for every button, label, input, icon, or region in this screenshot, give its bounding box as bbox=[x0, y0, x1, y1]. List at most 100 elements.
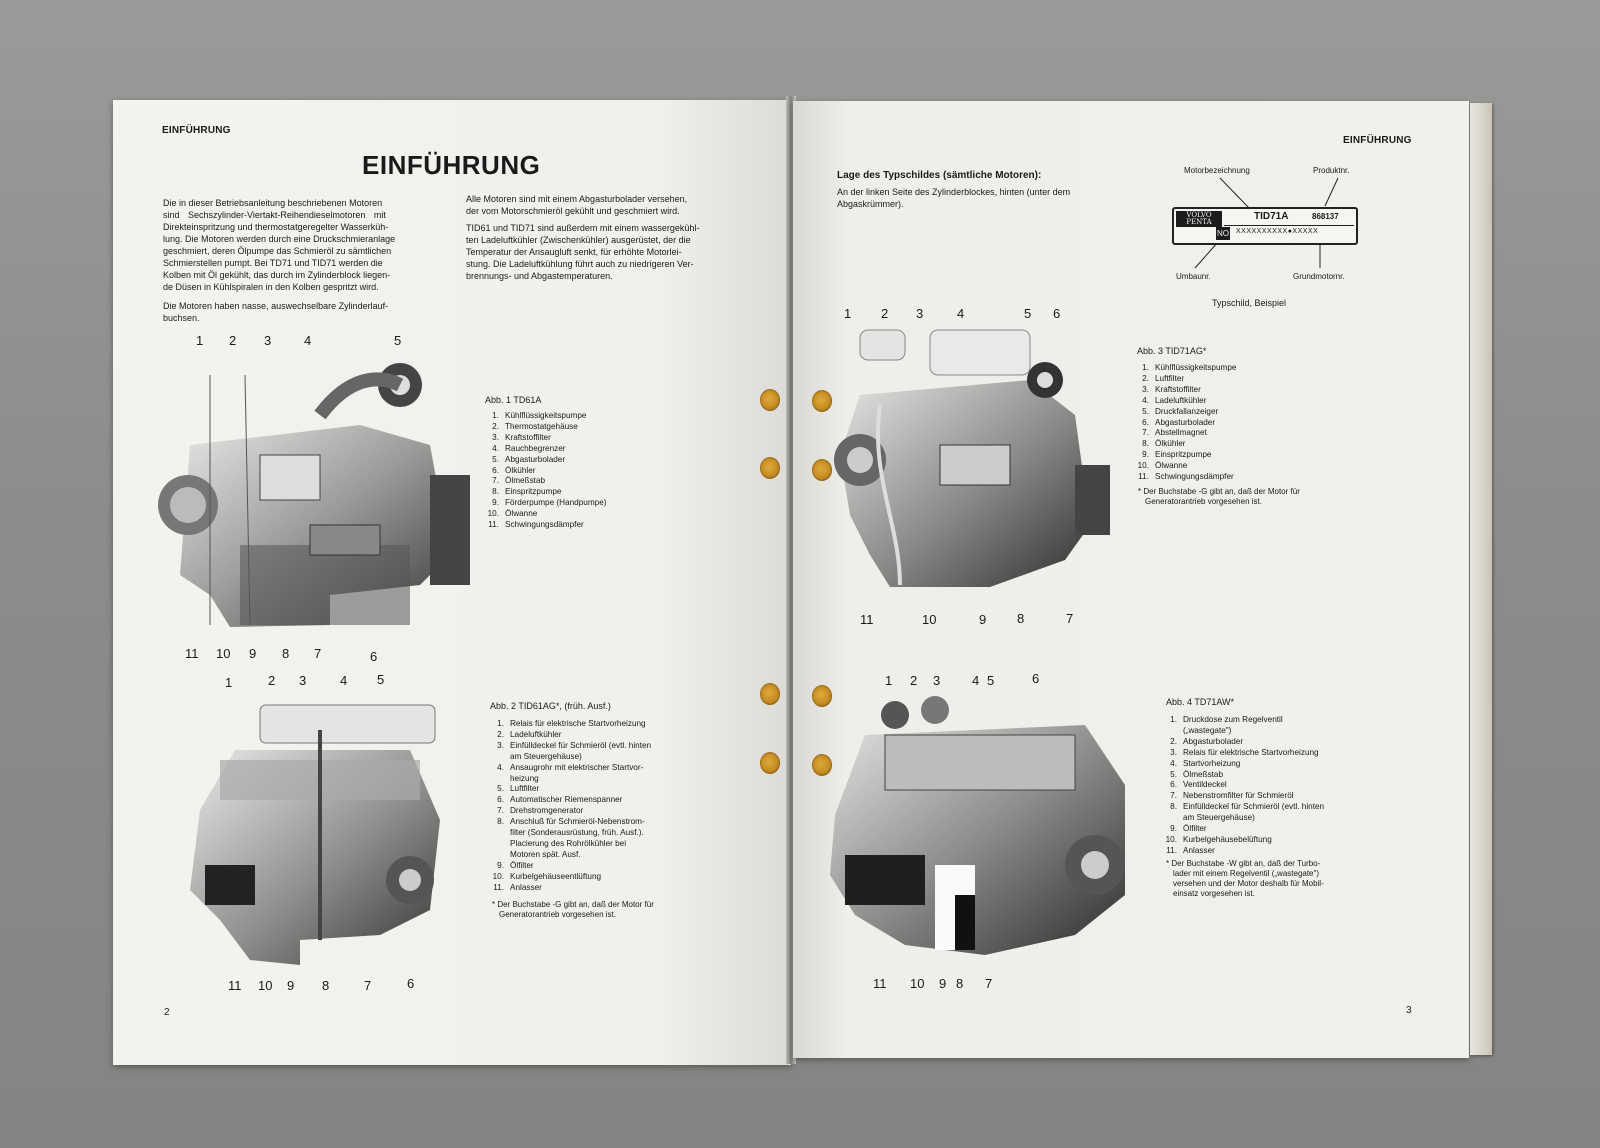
figure-legend: 1.Druckdose zum Regelventil („wastegate"… bbox=[1160, 715, 1324, 857]
text-line: geschmiert, deren Ölpumpe das Schmieröl … bbox=[163, 246, 392, 256]
text-line: Abgaskrümmer). bbox=[837, 199, 904, 209]
legend-item: 9.Ölfilter bbox=[487, 861, 651, 872]
intercooler-paragraph: TID61 und TID71 sind außerdem mit einem … bbox=[466, 222, 744, 282]
callout-label: 5 bbox=[394, 333, 402, 348]
callout-label: 6 bbox=[370, 649, 378, 664]
plate-label: Umbaunr. bbox=[1176, 272, 1211, 281]
intro-paragraph-1: Die in dieser Betriebsanleitung beschrie… bbox=[163, 197, 439, 293]
legend-text: Luftfilter bbox=[510, 784, 540, 794]
callout-label: 10 bbox=[922, 612, 937, 627]
callout-label: 8 bbox=[956, 976, 964, 991]
legend-number: 8. bbox=[1142, 439, 1149, 449]
legend-text: Ladeluftkühler bbox=[1155, 395, 1207, 405]
legend-item: 6.Ölkühler bbox=[482, 466, 606, 477]
legend-item: 10.Kurbelgehäuseentlüftung bbox=[487, 872, 651, 883]
callout-label: 7 bbox=[314, 646, 322, 661]
legend-text: („wastegate") bbox=[1183, 725, 1232, 735]
legend-text: heizung bbox=[510, 773, 539, 783]
legend-number bbox=[487, 850, 510, 861]
legend-item: 4.Startvorheizung bbox=[1160, 759, 1324, 770]
punch-hole bbox=[812, 754, 832, 776]
text-line: Alle Motoren sind mit einem Abgasturbola… bbox=[466, 194, 688, 204]
callout-label: 9 bbox=[249, 646, 257, 661]
text-line: lader mit einem Regelventil („wastegate"… bbox=[1173, 869, 1320, 878]
legend-number: 7. bbox=[1170, 791, 1177, 801]
text-line: Die Motoren haben nasse, auswechselbare … bbox=[163, 301, 389, 311]
legend-number: 7. bbox=[1142, 428, 1149, 438]
callout-label: 2 bbox=[881, 306, 889, 321]
legend-item: 8.Ölkühler bbox=[1132, 439, 1236, 450]
footnote: * Der Buchstabe -G gibt an, daß der Moto… bbox=[492, 900, 654, 920]
text-line: sind Sechszylinder-Viertakt-Reihendiesel… bbox=[163, 210, 386, 220]
figure-legend: 1.Relais für elektrische Startvorheizung… bbox=[487, 719, 651, 894]
legend-text: Ölmeßstab bbox=[505, 476, 546, 486]
callout-label: 8 bbox=[322, 978, 330, 993]
callout-label: 4 bbox=[972, 673, 980, 688]
legend-number bbox=[487, 752, 510, 763]
legend-number: 1. bbox=[1170, 715, 1177, 724]
callout-label: 9 bbox=[979, 612, 987, 627]
legend-item: 6.Ventildeckel bbox=[1160, 780, 1324, 791]
footnote: * Der Buchstabe -W gibt an, daß der Turb… bbox=[1166, 859, 1324, 899]
callout-label: 5 bbox=[377, 672, 385, 687]
callout-label: 8 bbox=[282, 646, 290, 661]
legend-text: Ölwanne bbox=[505, 509, 538, 519]
callout-label: 1 bbox=[196, 333, 204, 348]
legend-text: Abgasturbolader bbox=[1183, 736, 1244, 746]
page-title: EINFÜHRUNG bbox=[362, 150, 541, 180]
running-header: EINFÜHRUNG bbox=[162, 125, 231, 136]
callout-label: 11 bbox=[873, 976, 887, 991]
legend-text: Nebenstromfilter für Schmieröl bbox=[1183, 791, 1294, 801]
legend-text: am Steuergehäuse) bbox=[510, 751, 582, 761]
legend-text: Thermostatgehäuse bbox=[505, 421, 578, 431]
legend-number: 10. bbox=[487, 509, 499, 519]
callout-label: 11 bbox=[228, 978, 242, 993]
callout-label: 2 bbox=[268, 673, 276, 688]
callout-label: 5 bbox=[1024, 306, 1032, 321]
legend-item: 9.Ölfilter bbox=[1160, 824, 1324, 835]
text-line: buchsen. bbox=[163, 313, 200, 323]
legend-item: 2.Ladeluftkühler bbox=[487, 730, 651, 741]
callout-label: 7 bbox=[985, 976, 993, 991]
legend-item: 2.Luftfilter bbox=[1132, 374, 1236, 385]
legend-item: Motoren spät. Ausf. bbox=[487, 850, 651, 861]
legend-text: Startvorheizung bbox=[1183, 758, 1241, 768]
legend-text: Abgasturbolader bbox=[1155, 417, 1216, 427]
plate-serial: XXXXXXXXXX●XXXXX bbox=[1236, 228, 1319, 235]
footnote: * Der Buchstabe -G gibt an, daß der Moto… bbox=[1138, 487, 1300, 507]
legend-item: 1.Kühlflüssigkeitspumpe bbox=[482, 411, 606, 422]
legend-number bbox=[1160, 813, 1183, 824]
legend-item: 8.Einfülldeckel für Schmieröl (evtl. hin… bbox=[1160, 802, 1324, 813]
legend-number: 11. bbox=[1166, 845, 1177, 855]
legend-item: 5.Luftfilter bbox=[487, 784, 651, 795]
legend-number bbox=[1160, 726, 1183, 737]
legend-text: Anschluß für Schmieröl-Nebenstrom- bbox=[510, 817, 645, 827]
plate-label: Motorbezeichnung bbox=[1184, 166, 1250, 175]
legend-text: Schwingungsdämpfer bbox=[505, 520, 584, 530]
text-line: Schmierstellen pumpt. Bei TD71 und TID71… bbox=[163, 258, 383, 268]
legend-item: 10.Ölwanne bbox=[1132, 461, 1236, 472]
callout-label: 2 bbox=[229, 333, 237, 348]
legend-text: Abgasturbolader bbox=[505, 454, 566, 464]
legend-item: 9.Förderpumpe (Handpumpe) bbox=[482, 498, 606, 509]
legend-number: 2. bbox=[492, 421, 499, 431]
text-line: TID61 und TID71 sind außerdem mit einem … bbox=[466, 223, 700, 233]
figure-legend: 1.Kühlflüssigkeitspumpe 2.Luftfilter 3.K… bbox=[1132, 363, 1237, 483]
callout-label: 6 bbox=[407, 976, 415, 991]
callout-label: 5 bbox=[987, 673, 995, 688]
legend-text: Drehstromgenerator bbox=[510, 806, 584, 816]
punch-hole bbox=[760, 457, 780, 479]
legend-number: 3. bbox=[497, 740, 504, 750]
engine-photo-tid61ag bbox=[190, 704, 440, 965]
callout-label: 6 bbox=[1032, 671, 1040, 686]
legend-text: Kurbelgehäusebelüftung bbox=[1183, 834, 1272, 844]
legend-item: 3.Einfülldeckel für Schmieröl (evtl. hin… bbox=[487, 741, 651, 752]
legend-item: 6.Automatischer Riemenspanner bbox=[487, 795, 651, 806]
legend-item: filter (Sonderausrüstung, früh. Ausf.). bbox=[487, 828, 651, 839]
legend-text: Förderpumpe (Handpumpe) bbox=[505, 498, 607, 508]
legend-number: 8. bbox=[497, 817, 504, 827]
legend-text: Automatischer Riemenspanner bbox=[510, 795, 623, 805]
punch-hole bbox=[812, 459, 832, 481]
legend-item: 1.Relais für elektrische Startvorheizung bbox=[487, 719, 651, 730]
